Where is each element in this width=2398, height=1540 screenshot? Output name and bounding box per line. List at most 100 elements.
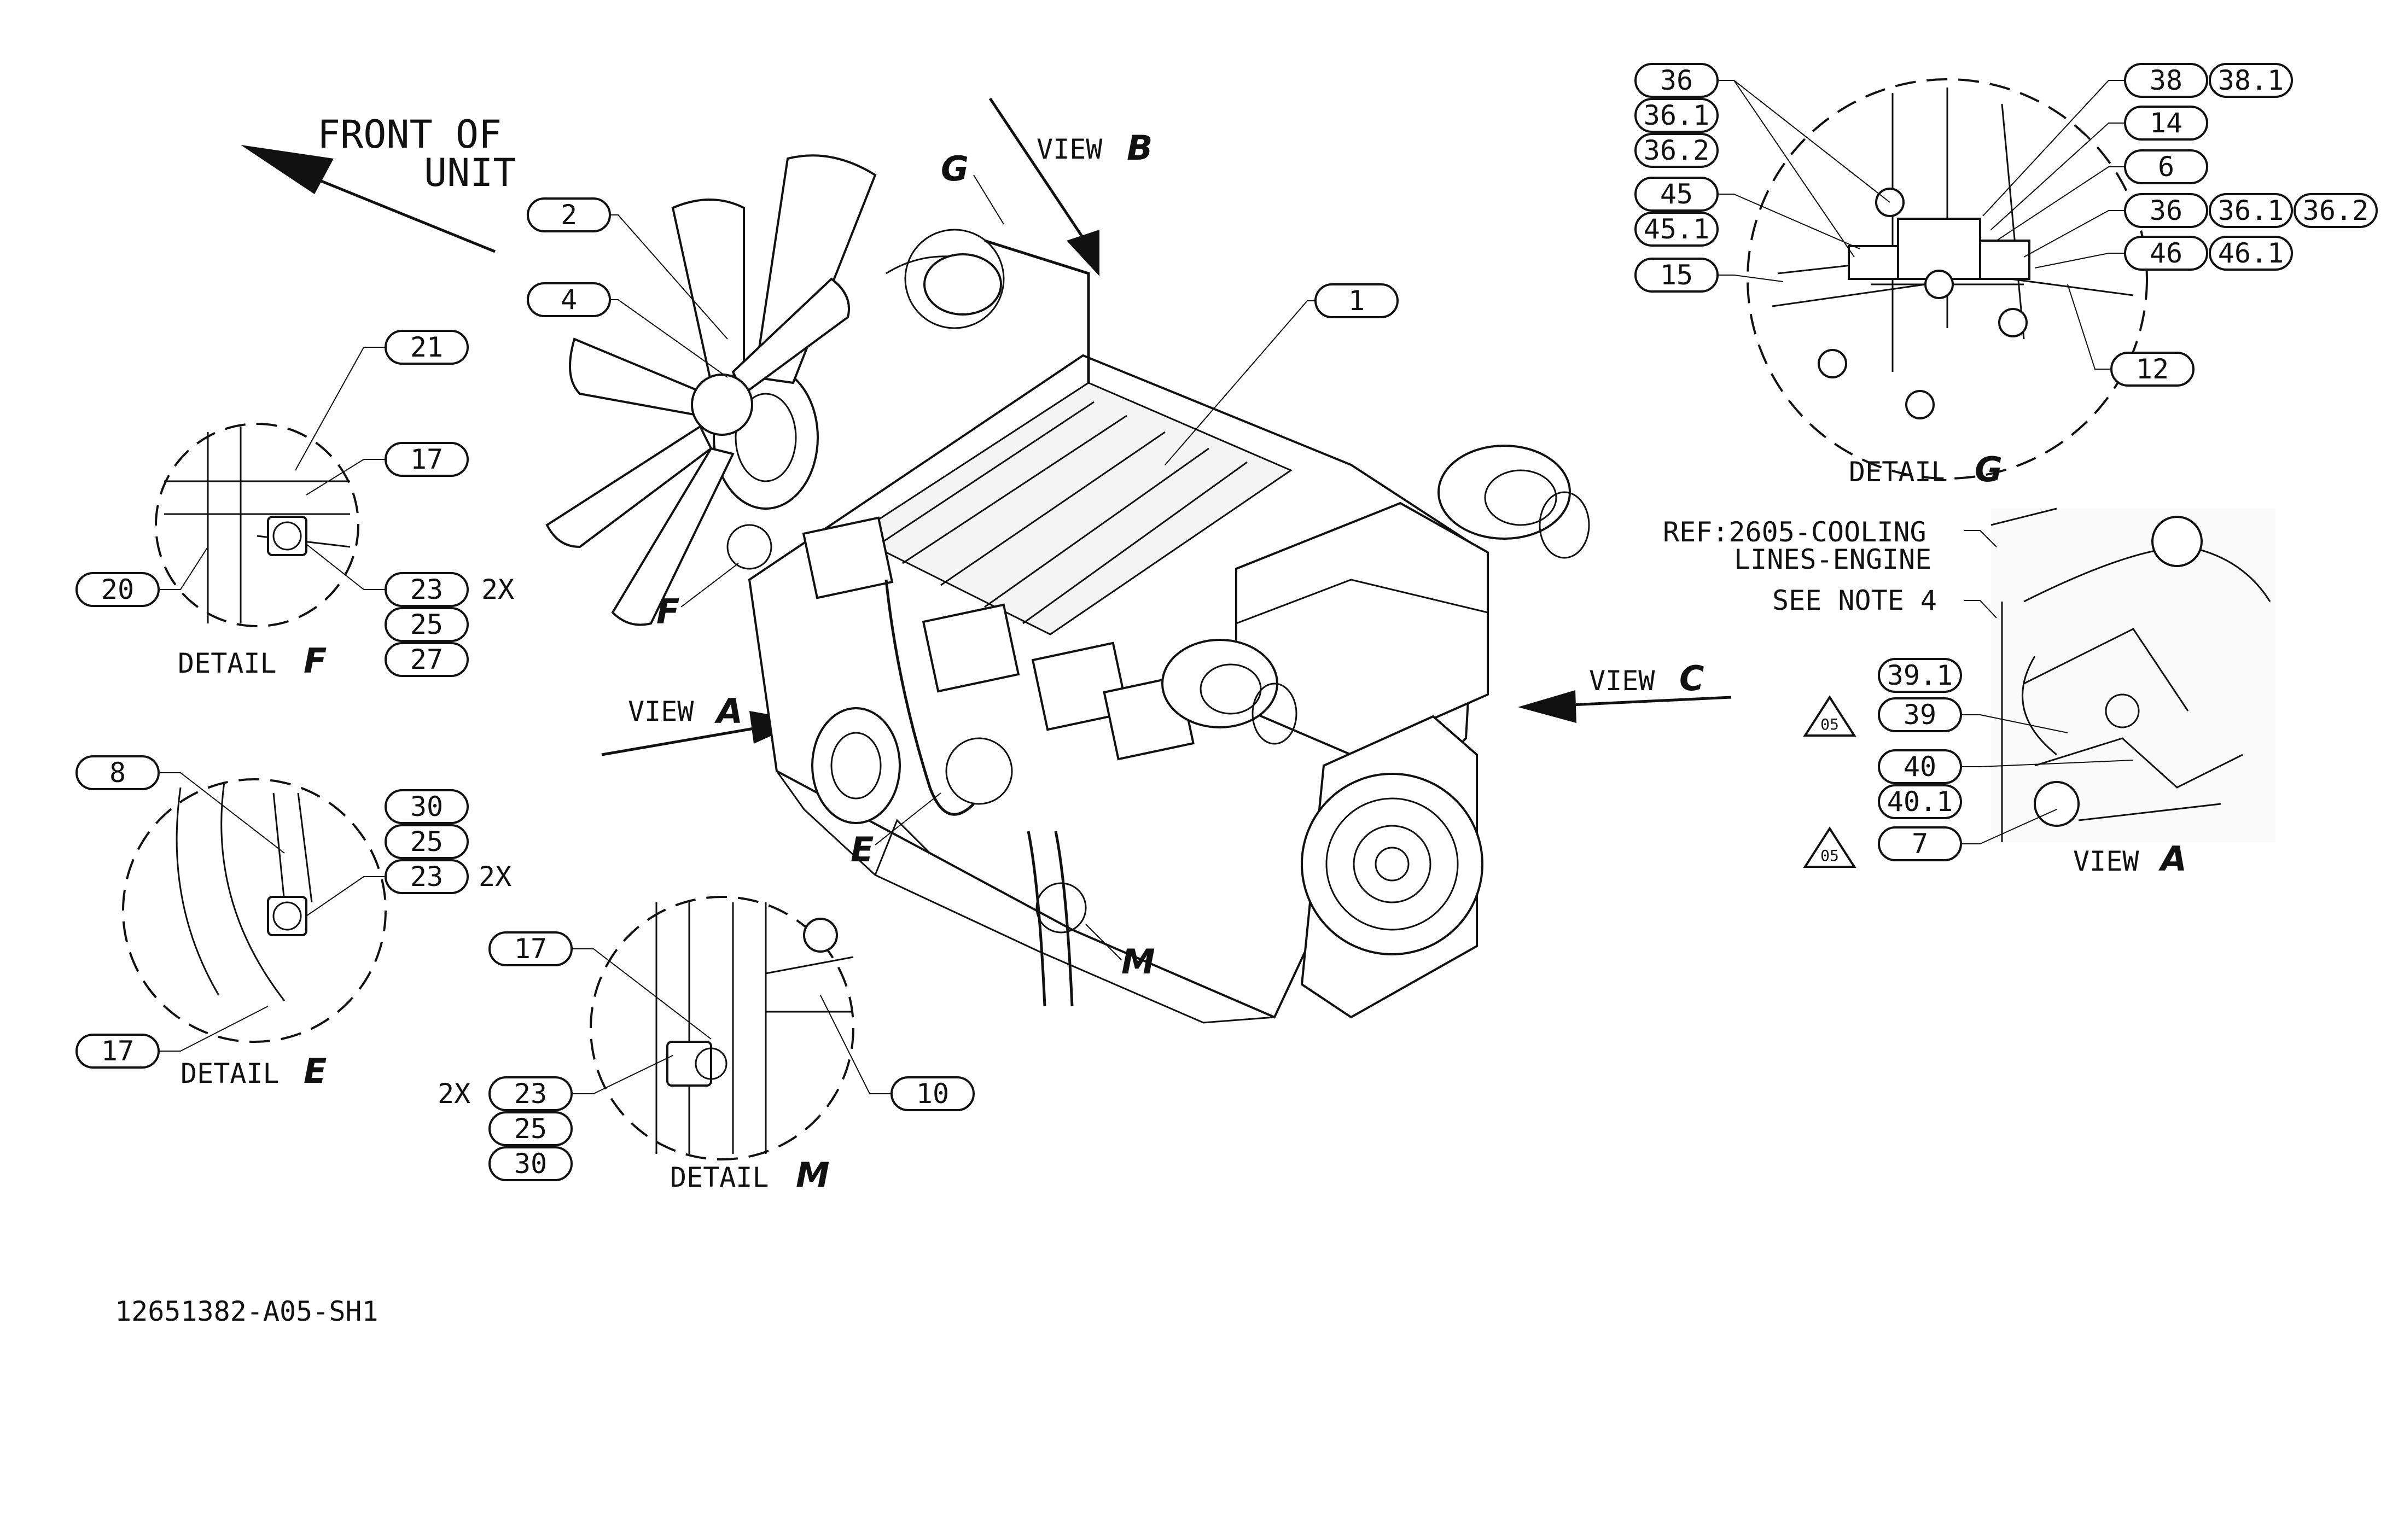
balloon-1-label: 1	[1348, 285, 1365, 317]
ref-cooling-leader	[1964, 530, 1997, 547]
view-b-word: VIEW	[1037, 133, 1103, 165]
front-of-unit-indicator: FRONT OF UNIT	[241, 112, 516, 253]
turbo-rear-inlet	[1484, 469, 1557, 526]
coolant-tube-upper	[984, 239, 1090, 383]
detail-g-word: DETAIL	[1849, 456, 1948, 488]
detail-m-clamp	[666, 1041, 712, 1087]
balloon-g-46-leader	[2034, 253, 2125, 269]
balloon-g-36b-label: 36	[2150, 195, 2182, 226]
detail-e-callout-circle	[945, 737, 1013, 805]
front-arrow-shaft	[306, 173, 496, 253]
balloon-f-27	[385, 642, 469, 677]
view-a-inset-frame	[1991, 509, 2275, 842]
flywheel-outer	[1301, 773, 1483, 955]
balloon-m-23-label: 23	[514, 1078, 547, 1110]
view-b-arrow-head	[1067, 230, 1099, 276]
balloon-g-14-label: 14	[2150, 107, 2182, 139]
balloon-m-17-leader	[572, 948, 712, 1040]
detail-g-letter: G	[1975, 450, 2003, 489]
coolant-tube-left	[884, 579, 975, 816]
qty-f: 2X	[481, 574, 514, 605]
marker-m: M	[1121, 942, 1155, 982]
balloon-g-6-label: 6	[2158, 151, 2174, 183]
view-a-arrow-shaft	[601, 726, 761, 756]
damper-inner	[830, 732, 882, 800]
balloon-a-40-label: 40	[1904, 751, 1936, 783]
balloon-m-10-leader	[820, 995, 892, 1094]
balloon-a-40-leader	[1961, 760, 2134, 767]
revision-flag-2: 05	[1803, 826, 1856, 868]
crank-damper	[811, 707, 901, 824]
fan-blade-lower-left	[545, 425, 713, 549]
cooling-fan	[545, 154, 877, 626]
balloon-e-17-label: 17	[101, 1035, 134, 1067]
detail-f-word: DETAIL	[178, 648, 277, 679]
balloon-a-39-1-label: 39.1	[1887, 660, 1953, 691]
detail-f-clamp-lines	[164, 427, 351, 623]
detail-g-bolt-3	[1818, 349, 1847, 378]
view-a-inset-word: VIEW	[2073, 845, 2139, 877]
detail-g: 36 36.1 36.2 45 45.1 15 38 38.1 14 6 36 …	[1634, 63, 2378, 489]
valve-cover-3	[1031, 641, 1130, 731]
marker-m-leader	[1085, 924, 1122, 960]
revision-flag-1: 05	[1803, 695, 1856, 737]
engine-main-view	[545, 154, 1590, 1024]
detail-g-bolt-2	[1924, 270, 1954, 299]
view-a-inset-port	[2105, 693, 2140, 728]
flywheel-center	[1375, 847, 1410, 882]
water-pump-pulley	[735, 393, 797, 482]
view-c-word: VIEW	[1589, 665, 1655, 697]
detail-m-boundary	[590, 896, 854, 1160]
detail-g-fitting-right	[1979, 240, 2030, 280]
view-a-inset-fitting	[2034, 781, 2080, 827]
balloon-g-36-label: 36	[1660, 65, 1693, 96]
turbo-rear-housing	[1437, 445, 1571, 540]
view-b-indicator: VIEW B	[988, 97, 1153, 276]
detail-m-tube-lines	[655, 902, 854, 1154]
fan-blade-right	[731, 277, 850, 396]
ref-cooling-line2: LINES-ENGINE	[1734, 544, 1931, 575]
fan-hub	[691, 374, 753, 436]
balloon-g-36b-2	[2294, 193, 2378, 228]
balloon-f-23-leader	[306, 544, 386, 590]
view-a-inset: REF:2605-COOLING LINES-ENGINE SEE NOTE 4…	[1663, 508, 2275, 879]
detail-g-bolt-5	[1998, 308, 2028, 337]
balloon-g-15-label: 15	[1660, 259, 1693, 291]
view-a-inset-pulley	[2151, 516, 2203, 567]
detail-g-bolt-4	[1905, 390, 1935, 419]
balloon-m-10-label: 10	[916, 1078, 949, 1110]
detail-e-word: DETAIL	[181, 1058, 280, 1089]
balloon-4-label: 4	[561, 284, 577, 316]
detail-e-bolt	[272, 901, 302, 931]
view-c-arrow-head	[1518, 690, 1576, 723]
detail-m-letter: M	[796, 1155, 830, 1195]
balloon-g-36-1-label: 36.1	[1644, 100, 1709, 131]
flywheel-ring	[1325, 797, 1459, 931]
balloon-f-20-leader	[159, 546, 208, 590]
fan-blade-top	[671, 199, 745, 384]
detail-m-bolt	[695, 1047, 727, 1080]
detail-m: 17 2X 23 25 30 10 DETAIL M	[438, 896, 975, 1195]
valve-cover-1	[802, 516, 894, 599]
balloon-a-39-1	[1878, 658, 1962, 693]
detail-f-callout-circle	[726, 524, 772, 570]
balloon-e-23-leader	[306, 876, 386, 917]
balloon-g-45-1-label: 45.1	[1644, 213, 1709, 245]
view-c-arrow-shaft	[1558, 696, 1732, 707]
balloon-e-8-label: 8	[109, 757, 126, 789]
front-arrow-head	[241, 145, 334, 194]
detail-g-callout-circle	[904, 229, 1005, 329]
balloon-e-23-label: 23	[410, 861, 443, 892]
balloon-g-15-leader	[1718, 275, 1784, 282]
detail-e: 8 30 25 23 2X 17 DETAIL E	[75, 755, 511, 1091]
view-b-letter: B	[1127, 128, 1153, 168]
detail-e-boundary	[122, 778, 387, 1043]
marker-f-leader	[680, 563, 739, 608]
balloon-a-7-label: 7	[1912, 828, 1928, 860]
oil-pan-rib	[874, 819, 931, 876]
balloon-a-40-1	[1878, 784, 1962, 819]
detail-f: 21 17 20 23 2X 25 27 DETAIL F	[75, 330, 514, 681]
balloon-a-40-1-label: 40.1	[1887, 786, 1953, 818]
balloon-g-45-1	[1634, 212, 1719, 247]
